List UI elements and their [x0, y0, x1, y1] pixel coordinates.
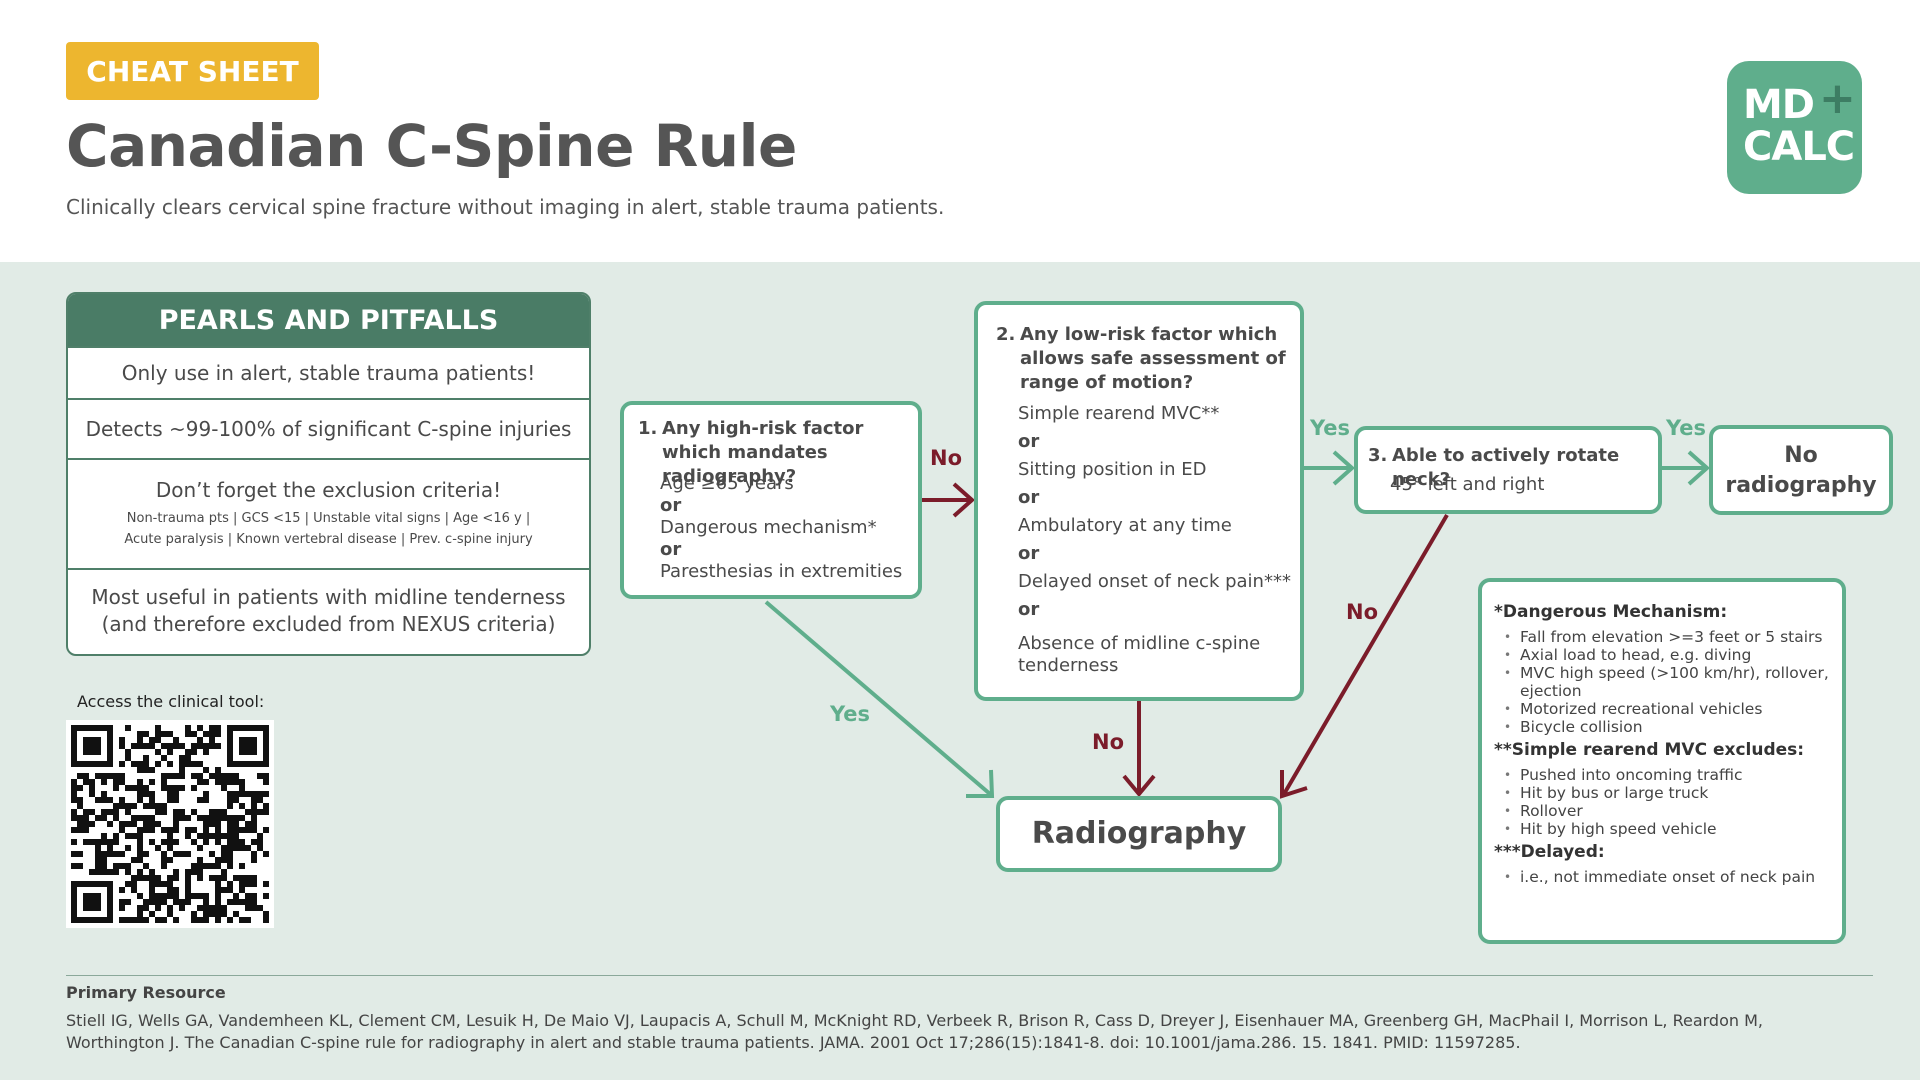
option-simple-rearend: Simple rearend MVC** [1018, 403, 1220, 424]
definitions-box: *Dangerous Mechanism: Fall from elevatio… [1478, 578, 1846, 944]
or-separator: or [1018, 487, 1040, 508]
qr-finder-square [227, 725, 269, 767]
question-text: Any high-risk factor which mandates radi… [662, 418, 864, 487]
label-step2-no: No [1092, 730, 1125, 754]
pearls-and-pitfalls: PEARLS AND PITFALLS Only use in alert, s… [66, 292, 591, 656]
step2-options: Simple rearend MVC** or Sitting position… [1018, 403, 1302, 683]
option-ambulatory: Ambulatory at any time [1018, 515, 1232, 536]
question-text: Able to actively rotate neck? [1392, 445, 1620, 490]
logo-text-md: MD [1743, 82, 1815, 128]
logo-plus-icon: + [1819, 73, 1856, 124]
logo-text-calc: CALC [1743, 124, 1855, 170]
simple-rearend-heading: **Simple rearend MVC excludes: [1494, 740, 1805, 760]
pearl-text: Only use in alert, stable trauma patient… [121, 361, 536, 385]
delayed-list: i.e., not immediate onset of neck pain [1494, 868, 1844, 886]
pearl-item: Most useful in patients with midline ten… [68, 568, 589, 652]
step-number: 1. [638, 418, 658, 439]
list-item: Bicycle collision [1494, 718, 1844, 736]
step3-rotate-neck-box: 3. Able to actively rotate neck? 45° lef… [1354, 426, 1662, 514]
list-item: Motorized recreational vehicles [1494, 700, 1844, 718]
list-item: Hit by bus or large truck [1494, 784, 1844, 802]
step1-high-risk-box: 1. Any high-risk factor which mandates r… [620, 401, 922, 599]
arrow-step1-yes [764, 600, 995, 798]
qr-finder-square [71, 881, 113, 923]
arrow-step3-no [1280, 513, 1449, 799]
qr-code[interactable] [66, 720, 274, 928]
qr-modules [71, 725, 269, 923]
label-step1-yes: Yes [830, 702, 871, 726]
arrow-step2-no [1122, 701, 1156, 798]
list-item: i.e., not immediate onset of neck pain [1494, 868, 1844, 886]
arrow-step2-yes [1304, 450, 1356, 486]
question-text: Any low-risk factor which allows safe as… [1020, 324, 1286, 393]
exclusion-criteria-line: Acute paralysis | Known vertebral diseas… [124, 532, 533, 547]
cheat-sheet-badge: CHEAT SHEET [66, 42, 319, 100]
mdcalc-logo: MD + CALC [1727, 61, 1862, 194]
arrow-step3-yes [1662, 450, 1711, 486]
pearl-item: Only use in alert, stable trauma patient… [68, 346, 589, 398]
step3-question: 3. Able to actively rotate neck? [1368, 444, 1658, 492]
pearl-text: Detects ~99-100% of significant C-spine … [85, 417, 572, 441]
list-item: Hit by high speed vehicle [1494, 820, 1844, 838]
or-separator: or [1018, 543, 1040, 564]
dangerous-mechanism-list: Fall from elevation >=3 feet or 5 stairs… [1494, 628, 1844, 736]
label-step3-yes: Yes [1666, 416, 1707, 440]
exclusion-criteria-line: Non-trauma pts | GCS <15 | Unstable vita… [126, 511, 531, 526]
list-item: MVC high speed (>100 km/hr), rollover, e… [1494, 664, 1844, 700]
delayed-heading: ***Delayed: [1494, 842, 1605, 862]
step2-low-risk-box: 2. Any low-risk factor which allows safe… [974, 301, 1304, 701]
option-age: Age ≥65 years [660, 473, 794, 494]
step2-question: 2. Any low-risk factor which allows safe… [996, 323, 1296, 395]
list-item: Axial load to head, e.g. diving [1494, 646, 1844, 664]
step1-options: Age ≥65 years or Dangerous mechanism* or… [660, 473, 902, 583]
radiography-text: Radiography [1031, 816, 1247, 851]
or-separator: or [1018, 599, 1040, 620]
pearl-text: Don’t forget the exclusion criteria! [155, 478, 502, 502]
step-number: 2. [996, 324, 1016, 345]
simple-rearend-list: Pushed into oncoming traffic Hit by bus … [1494, 766, 1844, 838]
step3-detail: 45° left and right [1390, 474, 1545, 495]
qr-code-graphic [71, 725, 269, 923]
qr-finder-square [71, 725, 113, 767]
pearl-text: (and therefore excluded from NEXUS crite… [101, 612, 556, 636]
pearls-heading: PEARLS AND PITFALLS [68, 294, 589, 346]
list-item: Rollover [1494, 802, 1844, 820]
step-number: 3. [1368, 445, 1388, 466]
or-separator: or [660, 495, 682, 516]
page-subtitle: Clinically clears cervical spine fractur… [66, 195, 945, 219]
option-paresthesias: Paresthesias in extremities [660, 561, 903, 582]
pearl-item: Detects ~99-100% of significant C-spine … [68, 398, 589, 458]
or-separator: or [1018, 431, 1040, 452]
list-item: Fall from elevation >=3 feet or 5 stairs [1494, 628, 1844, 646]
primary-resource-heading: Primary Resource [66, 983, 226, 1002]
option-delayed-onset: Delayed onset of neck pain*** [1018, 571, 1291, 592]
option-sitting-position: Sitting position in ED [1018, 459, 1207, 480]
or-separator: or [660, 539, 682, 560]
radiography-box: Radiography [996, 796, 1282, 872]
pearl-item: Don’t forget the exclusion criteria! Non… [68, 458, 589, 568]
option-absence-midline-tenderness: Absence of midline c-spine tenderness [1018, 633, 1261, 676]
label-step3-no: No [1346, 600, 1379, 624]
list-item: Pushed into oncoming traffic [1494, 766, 1844, 784]
step1-question: 1. Any high-risk factor which mandates r… [638, 417, 918, 489]
option-dangerous-mechanism: Dangerous mechanism* [660, 517, 877, 538]
no-radiography-text: No radiography [1725, 443, 1877, 498]
primary-resource-citation: Stiell IG, Wells GA, Vandemheen KL, Clem… [66, 1011, 1763, 1052]
label-step2-yes: Yes [1310, 416, 1351, 440]
dangerous-mechanism-heading: *Dangerous Mechanism: [1494, 602, 1728, 622]
footer-divider [66, 975, 1873, 976]
access-tool-label: Access the clinical tool: [77, 692, 265, 711]
label-step1-no: No [930, 446, 963, 470]
page-title: Canadian C-Spine Rule [66, 112, 797, 180]
pearl-text: Most useful in patients with midline ten… [91, 585, 566, 609]
arrow-step1-no [922, 482, 976, 518]
no-radiography-box: No radiography [1709, 425, 1893, 515]
